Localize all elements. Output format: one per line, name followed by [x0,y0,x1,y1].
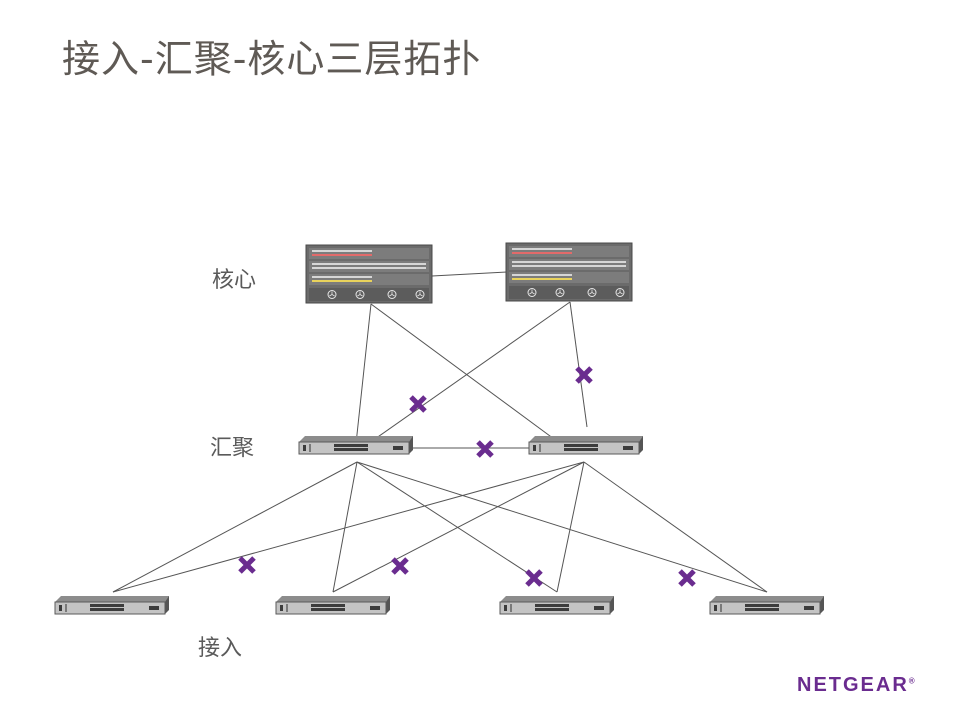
slide-title: 接入-汇聚-核心三层拓扑 [62,37,482,81]
core-switch-2-icon [505,242,633,302]
link-agg1-access1 [112,461,358,593]
link-core1-agg1 [354,303,372,454]
link-core2-agg1 [354,301,571,454]
access-switch-2-icon [275,595,391,615]
blocked-link-x-icon [393,559,407,573]
blocked-link-x-icon [240,558,254,572]
link-core1-agg2 [370,303,574,454]
tier-label-core: 核心 [212,268,257,293]
blocked-link-x-icon [680,571,694,585]
tier-label-access: 接入 [198,636,243,661]
netgear-logo: NETGEAR® [797,674,915,697]
brand-name: NETGEAR [797,674,909,696]
blocked-link-x-icon [478,442,492,456]
link-core2-agg2 [569,301,588,428]
core-switch-1-icon [305,244,433,304]
link-layer [112,271,768,593]
link-core1-core2 [431,271,508,277]
registered-mark: ® [908,676,915,686]
link-agg2-access3 [556,461,585,593]
link-agg2-access2 [332,461,585,593]
blocked-link-x-icon [527,571,541,585]
tier-label-aggregation: 汇聚 [210,436,255,461]
link-agg1-access3 [356,461,558,593]
link-agg1-access2 [332,461,358,593]
access-switch-3-icon [499,595,615,615]
link-agg1-access4 [356,461,768,593]
access-switch-1-icon [54,595,170,615]
blocked-link-x-icon [577,368,591,382]
link-agg2-access4 [583,461,768,593]
access-switch-4-icon [709,595,825,615]
aggregation-switch-2-icon [528,435,644,455]
aggregation-switch-1-icon [298,435,414,455]
link-agg2-access1 [112,461,585,593]
